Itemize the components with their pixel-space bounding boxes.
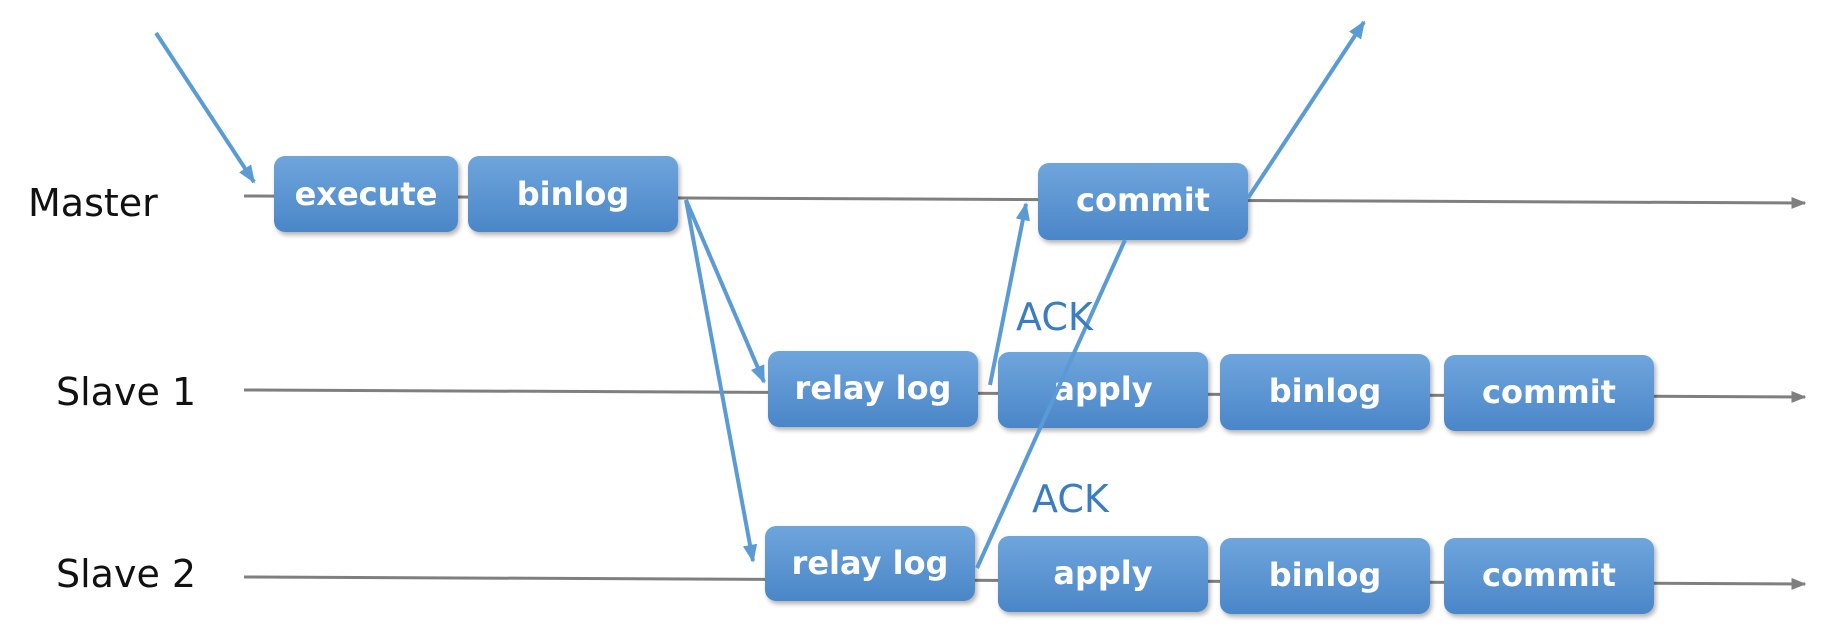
slave1-binlog-label: binlog xyxy=(1269,372,1382,410)
slave2-commit-box: commit xyxy=(1444,538,1654,614)
slave1-relay-log-box: relay log xyxy=(768,351,978,427)
lane-label-master: Master xyxy=(28,181,158,225)
client-response-arrow xyxy=(1246,20,1366,200)
ack-label-slave2: ACK xyxy=(1032,477,1110,521)
slave2-apply-label: apply xyxy=(1053,554,1152,592)
master-binlog-box: binlog xyxy=(468,156,678,232)
slave2-relay-log-box: relay log xyxy=(765,526,975,601)
binlog-to-slave1-arrow xyxy=(684,199,766,384)
master-binlog-label: binlog xyxy=(517,175,630,213)
slave2-apply-box: apply xyxy=(998,536,1208,612)
slave1-apply-label: apply xyxy=(1053,370,1152,408)
slave2-binlog-box: binlog xyxy=(1220,538,1430,614)
ack-label-slave1: ACK xyxy=(1016,295,1094,339)
lane-label-slave1: Slave 1 xyxy=(56,370,196,414)
master-execute-box: execute xyxy=(274,156,458,232)
slave1-apply-box: apply xyxy=(998,352,1208,428)
slave1-commit-label: commit xyxy=(1482,373,1616,411)
slave1-relay-log-label: relay log xyxy=(795,369,952,407)
master-commit-label: commit xyxy=(1076,181,1210,219)
slave2-relay-log-label: relay log xyxy=(792,544,949,582)
lane-label-slave2: Slave 2 xyxy=(56,552,196,596)
master-execute-label: execute xyxy=(295,175,438,213)
master-commit-box: commit xyxy=(1038,163,1248,240)
client-request-arrow xyxy=(154,31,256,184)
slave1-ack-arrow xyxy=(988,202,1030,386)
slave2-binlog-label: binlog xyxy=(1269,556,1382,594)
binlog-to-slave2-arrow xyxy=(684,199,758,563)
slave2-commit-label: commit xyxy=(1482,556,1616,594)
slave1-commit-box: commit xyxy=(1444,355,1654,431)
slave2-ack-line xyxy=(975,239,1127,569)
slave1-binlog-box: binlog xyxy=(1220,354,1430,430)
